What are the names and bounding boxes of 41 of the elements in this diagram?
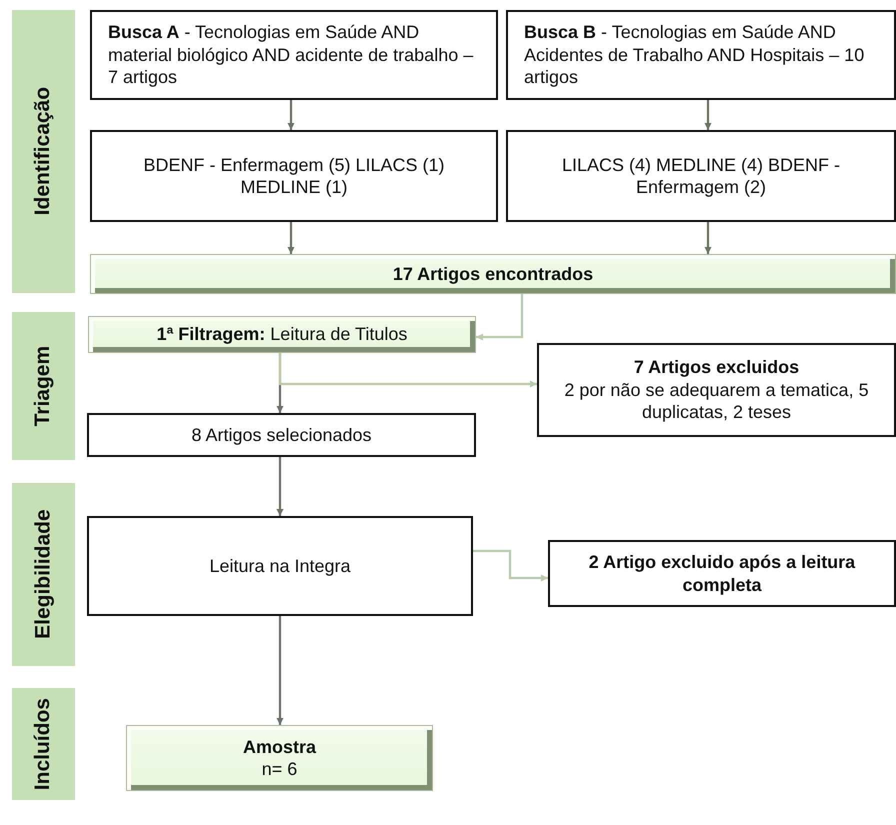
- arrow: [473, 550, 548, 582]
- arrow: [288, 100, 294, 130]
- arrow: [704, 100, 712, 130]
- process-box: [87, 516, 473, 616]
- process-box: [537, 343, 896, 437]
- stage-band: [12, 688, 75, 800]
- stage-label: Triagem: [30, 346, 56, 426]
- stage-label: Elegibilidade: [30, 510, 56, 640]
- box-title: 7 Artigos excluidos: [632, 356, 800, 379]
- box-title: LILACS (4) MEDLINE (4) BDENF - Enfermagem (2): [560, 154, 842, 198]
- box-title: 2 Artigo excluido após a leitura completa: [588, 551, 856, 596]
- stage-label: Incluídos: [30, 698, 56, 790]
- process-box: [506, 130, 896, 222]
- box-title: BDENF - Enfermagem (5) LILACS (1) MEDLINE (1): [142, 154, 446, 198]
- box-title: Amostra: [242, 736, 316, 758]
- stage-band: [12, 312, 75, 460]
- arrow: [276, 616, 284, 725]
- process-box: [87, 413, 476, 457]
- arrow: [476, 294, 524, 340]
- box-title: 8 Artigos selecionados: [190, 424, 373, 446]
- box-title: Busca A - Tecnologias em Saúde AND material biológico AND acidente de trabalho – 7 artigos: [108, 21, 474, 89]
- arrow: [278, 353, 537, 388]
- stage-band: [12, 483, 75, 666]
- box-title: Busca B - Tecnologias em Saúde AND Acidentes de Trabalho AND Hospitais – 10 artigos: [524, 21, 866, 89]
- box-text: 2 por não se adequarem a tematica, 5 duplicatas, 2 teses: [563, 378, 870, 424]
- arrow: [276, 457, 284, 516]
- box-title: 17 Artigos encontrados: [392, 262, 594, 286]
- box-title: 1ª Filtragem: Leitura de Titulos: [156, 323, 408, 346]
- process-box: [90, 130, 498, 222]
- box-title: Leitura na Integra: [208, 554, 352, 578]
- arrow: [288, 222, 294, 254]
- process-box: [90, 10, 498, 100]
- process-box: [506, 10, 896, 100]
- arrow: [704, 222, 712, 254]
- highlight-box: [88, 316, 476, 353]
- box-text: n= 6: [262, 758, 298, 780]
- process-box: [548, 540, 896, 607]
- highlight-box: [126, 725, 433, 791]
- highlight-box: [90, 254, 896, 294]
- stage-label: Identificação: [30, 87, 56, 216]
- stage-band: [12, 10, 75, 293]
